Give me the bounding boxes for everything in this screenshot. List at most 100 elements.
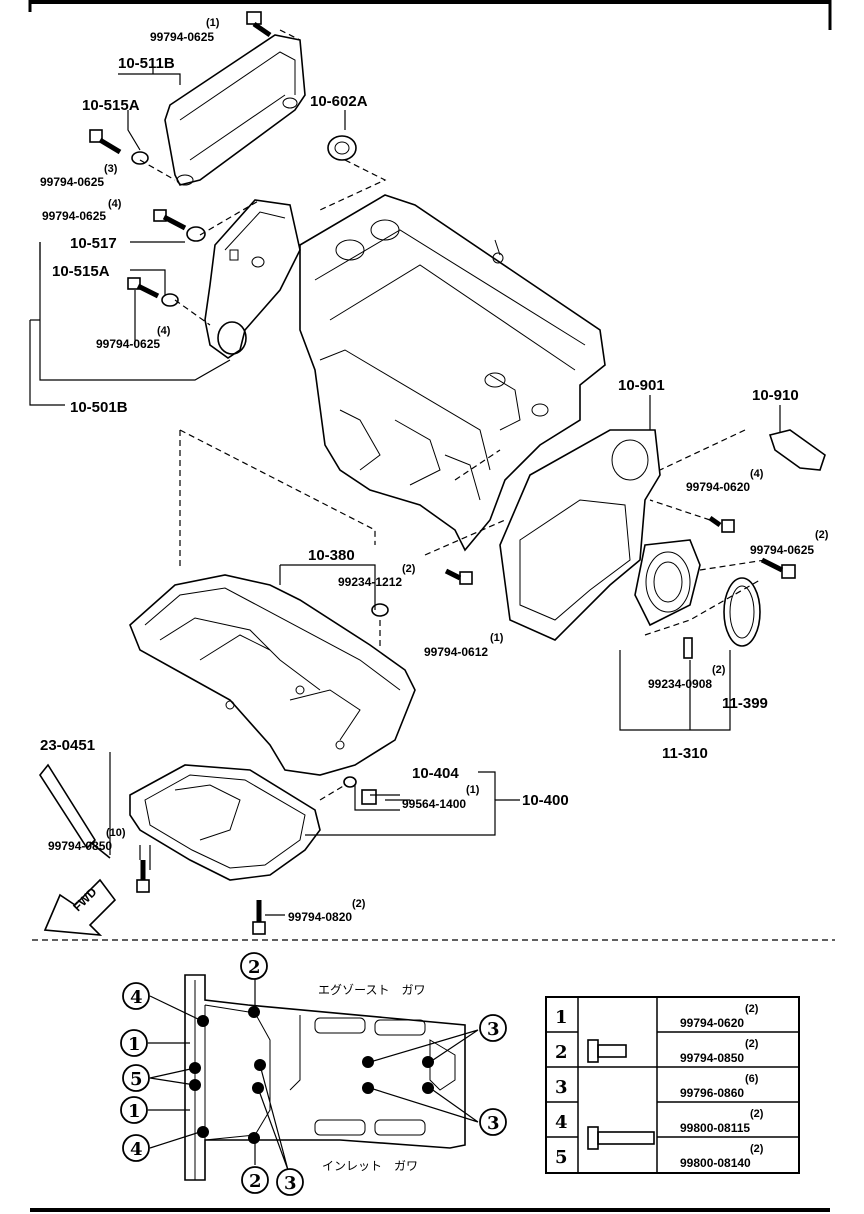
bolt-part-number: 99794-0625 bbox=[40, 175, 104, 189]
bolt-qty: (1) bbox=[206, 17, 220, 29]
callout-10-602A: 10-602A bbox=[310, 93, 368, 110]
bolt-mid-upper bbox=[153, 209, 187, 231]
dashed-guides bbox=[139, 29, 766, 801]
bolt-part-number: 99794-0612 bbox=[424, 645, 488, 659]
oil-seal-front bbox=[327, 135, 357, 161]
legend-qty: (2) bbox=[750, 1143, 764, 1155]
bolt-0820 bbox=[252, 900, 266, 935]
legend-part: 99800-08115 bbox=[680, 1121, 750, 1135]
callout-10-404: 10-404 bbox=[412, 765, 459, 782]
rear-seal-housing bbox=[634, 539, 701, 627]
callout-10-380: 10-380 bbox=[308, 547, 355, 564]
upper-timing-cover bbox=[164, 34, 306, 186]
engine-block bbox=[299, 194, 606, 552]
callout-10-515A-top: 10-515A bbox=[82, 97, 140, 114]
callout-10-901: 10-901 bbox=[618, 377, 665, 394]
callout-23-0451: 23-0451 bbox=[40, 737, 95, 754]
bolt-part-number: 99794-0625 bbox=[750, 543, 814, 557]
bolt-qty: (1) bbox=[466, 784, 480, 796]
bolt-0625-right bbox=[760, 557, 796, 579]
legend-num: 3 bbox=[555, 1077, 568, 1098]
spacer-top bbox=[131, 151, 149, 165]
bolt-0612 bbox=[444, 568, 473, 585]
marker-1-bottom: 1 bbox=[128, 1101, 141, 1122]
fwd-label: FWD bbox=[70, 885, 99, 914]
bolt-part-number: 99564-1400 bbox=[402, 797, 466, 811]
legend-num: 5 bbox=[555, 1147, 568, 1168]
exhaust-side-label: エグゾースト ガワ bbox=[318, 983, 426, 997]
legend-part: 99794-0620 bbox=[680, 1016, 744, 1030]
dowel-1212 bbox=[371, 603, 389, 617]
legend-num: 4 bbox=[555, 1112, 568, 1133]
bolt-part-number: 99794-0620 bbox=[686, 480, 750, 494]
legend-part: 99800-08140 bbox=[680, 1156, 751, 1170]
cover-10-910 bbox=[768, 429, 826, 471]
intake-side-label: インレット ガワ bbox=[322, 1159, 418, 1173]
bolt-qty: (2) bbox=[352, 898, 366, 910]
bolt-qty: (2) bbox=[712, 664, 726, 676]
dowel-0908 bbox=[683, 637, 693, 659]
callout-10-501B: 10-501B bbox=[70, 399, 128, 416]
marker-3-bottom: 3 bbox=[284, 1173, 297, 1194]
callout-11-310: 11-310 bbox=[662, 745, 708, 762]
bolt-qty: (4) bbox=[157, 325, 171, 337]
marker-1-top: 1 bbox=[128, 1034, 141, 1055]
bolt-pattern-view bbox=[148, 974, 479, 1181]
legend-num: 1 bbox=[555, 1007, 568, 1028]
bolt-left bbox=[89, 129, 122, 155]
bolt-qty: (2) bbox=[402, 563, 416, 575]
marker-3-right-top: 3 bbox=[487, 1019, 500, 1040]
bolt-part-number: 99234-0908 bbox=[648, 677, 712, 691]
bolt-mid-lower bbox=[127, 277, 160, 299]
bolt-qty: (10) bbox=[106, 827, 126, 839]
fwd-arrow: FWD bbox=[43, 878, 117, 936]
legend-qty: (2) bbox=[750, 1108, 764, 1120]
legend-part: 99796-0860 bbox=[680, 1086, 744, 1100]
marker-3-right-bottom: 3 bbox=[487, 1113, 500, 1134]
bolt-qty: (1) bbox=[490, 632, 504, 644]
dowel-10-517 bbox=[186, 226, 206, 242]
callout-10-517: 10-517 bbox=[70, 235, 117, 252]
callout-10-515A-mid: 10-515A bbox=[52, 263, 110, 280]
bolt-qty: (4) bbox=[750, 468, 764, 480]
marker-4-bottom: 4 bbox=[130, 1139, 143, 1160]
bolt-part-number: 99234-1212 bbox=[338, 575, 402, 589]
bolt-qty: (3) bbox=[104, 163, 118, 175]
bolt-part-number: 99794-0625 bbox=[150, 30, 214, 44]
legend-qty: (2) bbox=[745, 1038, 759, 1050]
bolt-legend-table bbox=[545, 996, 800, 1174]
bolt-top bbox=[246, 11, 272, 38]
callout-10-511B: 10-511B bbox=[118, 55, 175, 72]
legend-qty: (6) bbox=[745, 1073, 759, 1085]
oil-pan-upper bbox=[129, 574, 416, 776]
legend-num: 2 bbox=[555, 1042, 568, 1063]
callout-10-910: 10-910 bbox=[752, 387, 799, 404]
bolt-0620 bbox=[708, 515, 735, 533]
marker-4-top: 4 bbox=[130, 987, 143, 1008]
legend-part: 99794-0850 bbox=[680, 1051, 744, 1065]
end-plate bbox=[499, 429, 661, 641]
stud-bolt-icon bbox=[587, 1126, 655, 1150]
lower-timing-cover bbox=[204, 199, 301, 359]
short-bolt-icon bbox=[587, 1039, 627, 1063]
legend-qty: (2) bbox=[745, 1003, 759, 1015]
drain-plug bbox=[343, 776, 377, 805]
leader-lines bbox=[29, 58, 781, 916]
marker-circles: 2 4 1 5 1 4 2 3 3 3 bbox=[120, 952, 507, 1196]
bolt-qty: (4) bbox=[108, 198, 122, 210]
bolt-part-number: 99794-0850 bbox=[48, 839, 112, 853]
callout-10-400: 10-400 bbox=[522, 792, 569, 809]
bolt-0850 bbox=[136, 860, 150, 893]
sealant-tube bbox=[39, 763, 111, 859]
spacer-mid bbox=[161, 293, 179, 307]
rear-oil-seal bbox=[723, 577, 761, 647]
bolt-part-number: 99794-0625 bbox=[42, 209, 106, 223]
callout-11-399: 11-399 bbox=[722, 695, 768, 712]
bolt-part-number: 99794-0625 bbox=[96, 337, 160, 351]
bolt-part-number: 99794-0820 bbox=[288, 910, 352, 924]
marker-5: 5 bbox=[130, 1069, 143, 1090]
marker-2-top: 2 bbox=[248, 957, 261, 978]
marker-2-bottom: 2 bbox=[249, 1171, 262, 1192]
bolt-qty: (2) bbox=[815, 529, 829, 541]
